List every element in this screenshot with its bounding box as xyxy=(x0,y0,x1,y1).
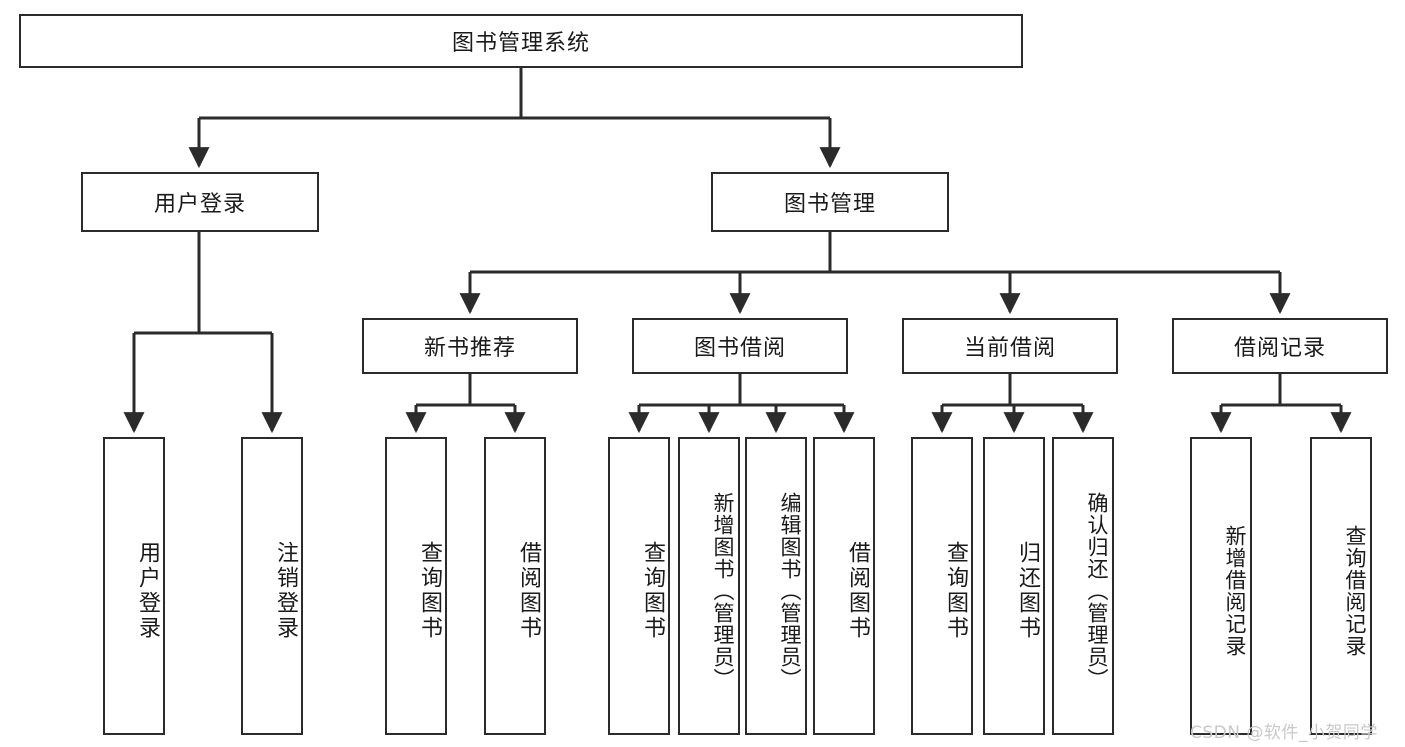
node-leaf-recommend-query[interactable]: 查询图书 xyxy=(385,437,447,735)
node-leaf-current-confirm[interactable]: 确认归还（管理员） xyxy=(1052,437,1114,735)
node-leaf-user-login[interactable]: 用户登录 xyxy=(103,437,165,735)
node-leaf-record-query[interactable]: 查询借阅记录 xyxy=(1310,437,1372,735)
node-leaf-record-add[interactable]: 新增借阅记录 xyxy=(1190,437,1252,735)
node-leaf-borrow-add[interactable]: 新增图书（管理员） xyxy=(678,437,740,735)
node-root[interactable]: 图书管理系统 xyxy=(19,14,1023,68)
node-leaf-borrow-edit[interactable]: 编辑图书（管理员） xyxy=(745,437,807,735)
node-book-borrow[interactable]: 图书借阅 xyxy=(632,318,848,374)
node-leaf-user-logout[interactable]: 注销登录 xyxy=(241,437,303,735)
node-borrow-record[interactable]: 借阅记录 xyxy=(1172,318,1388,374)
node-leaf-current-query[interactable]: 查询图书 xyxy=(911,437,973,735)
node-book-management[interactable]: 图书管理 xyxy=(711,172,949,232)
node-user-login[interactable]: 用户登录 xyxy=(81,172,319,232)
node-current-borrow[interactable]: 当前借阅 xyxy=(902,318,1118,374)
node-leaf-recommend-borrow[interactable]: 借阅图书 xyxy=(484,437,546,735)
node-leaf-current-return[interactable]: 归还图书 xyxy=(983,437,1045,735)
csdn-watermark: CSDN @软件_小贺同学 xyxy=(1190,723,1378,743)
node-leaf-borrow-lend[interactable]: 借阅图书 xyxy=(813,437,875,735)
node-new-book-recommend[interactable]: 新书推荐 xyxy=(362,318,578,374)
node-leaf-borrow-query[interactable]: 查询图书 xyxy=(608,437,670,735)
